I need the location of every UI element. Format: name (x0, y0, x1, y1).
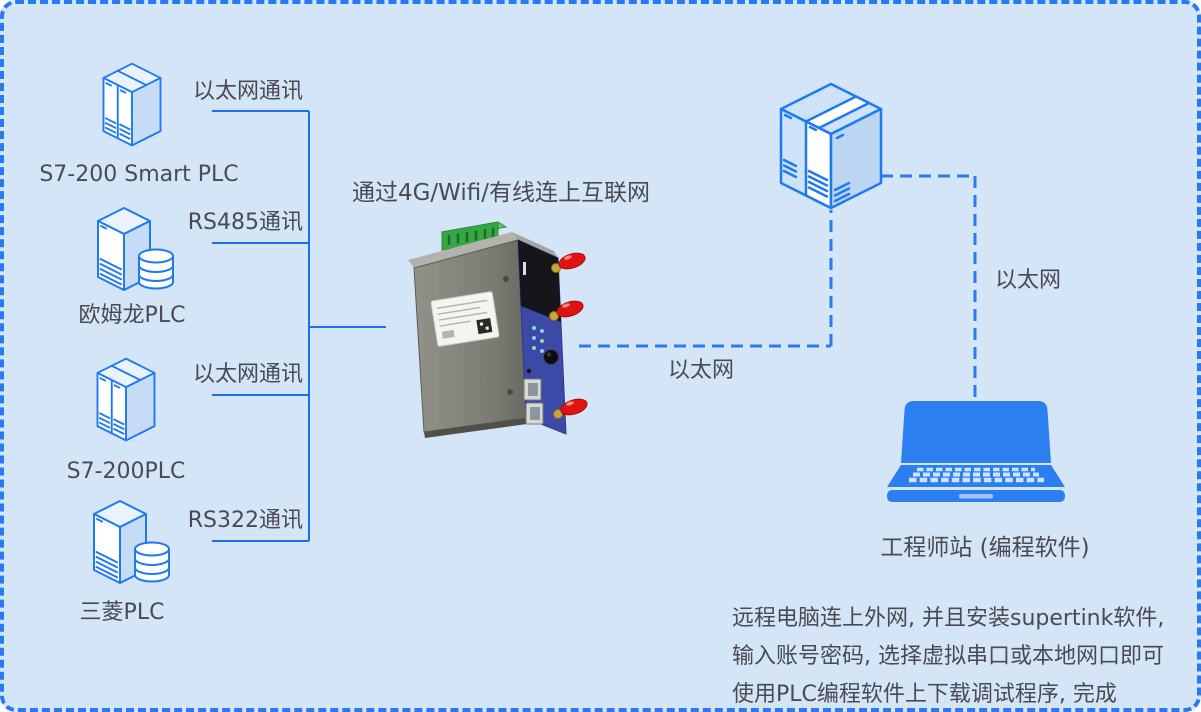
note-paragraph: 远程电脑连上外网, 并且安装supertink软件, 输入账号密码, 选择虚拟串… (732, 600, 1197, 708)
plc-name-label: S7-200PLC (66, 459, 186, 484)
server-cluster-icon (773, 76, 889, 222)
gateway-device-photo (408, 221, 588, 438)
ethernet-label-station: 以太网 (995, 268, 1062, 293)
ethernet-ports (523, 378, 544, 425)
note-line: 远程电脑连上外网, 并且安装supertink软件, (732, 606, 1165, 631)
plc-name-label: 欧姆龙PLC (78, 303, 186, 328)
station-label: 工程师站 (编程软件) (880, 535, 1090, 561)
antenna-icon (551, 252, 586, 273)
plc-name-label: S7-200 Smart PLC (39, 162, 239, 187)
plc-protocol-label: RS485通讯 (187, 210, 303, 235)
ethernet-dashed-wires (579, 174, 977, 398)
antenna-icon (549, 300, 584, 321)
note-line: 输入账号密码, 选择虚拟串口或本地网口即可 (732, 644, 1164, 669)
gateway-title: 通过4G/Wifi/有线连上互联网 (351, 180, 651, 206)
terminal-block-icon (440, 221, 508, 251)
device-sticker (430, 291, 500, 347)
plc-protocol-label: RS322通讯 (187, 508, 303, 533)
plc-bus-wires (212, 110, 386, 542)
plc-name-label: 三菱PLC (79, 600, 165, 625)
note-line: 使用PLC编程软件上下载调试程序, 完成 (732, 682, 1117, 707)
led-indicators (532, 326, 544, 353)
ethernet-label-gateway: 以太网 (668, 358, 735, 383)
connection-wires (212, 110, 977, 542)
plc-protocol-label: 以太网通讯 (192, 362, 303, 387)
plc-server-icon (94, 58, 170, 153)
plc-protocol-label: 以太网通讯 (192, 79, 303, 104)
antenna-icon (553, 398, 588, 419)
laptop-icon (887, 401, 1065, 508)
